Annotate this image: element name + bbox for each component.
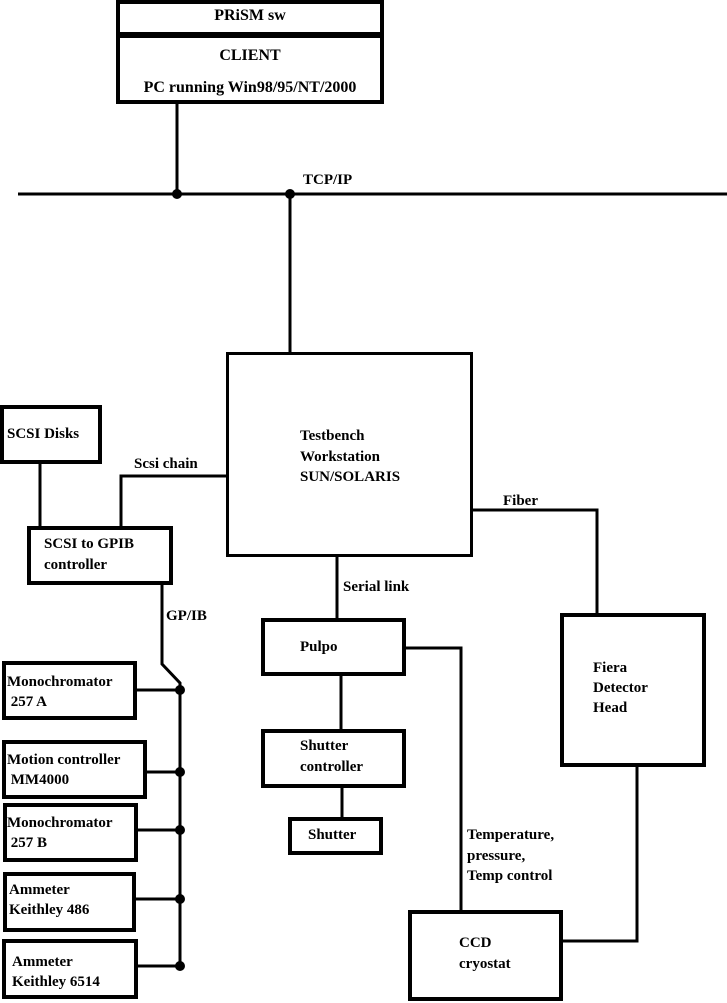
- motion-line-1: Motion controller: [7, 752, 121, 768]
- fiera-to-ccd: [562, 764, 639, 943]
- junction-dot: [175, 961, 185, 971]
- workstation-line-2: Workstation: [300, 449, 381, 465]
- scsi-disks-label: SCSI Disks: [7, 426, 80, 442]
- junction-dot: [175, 894, 185, 904]
- pulpo-box: [261, 618, 406, 676]
- fiera-line-3: Head: [593, 700, 628, 716]
- fiera-line-1: Fiera: [593, 660, 628, 676]
- ammeter-486-line-1: Ammeter: [9, 882, 70, 898]
- temp-label-3: Temp control: [467, 868, 553, 884]
- mono-a-line-2: 257 A: [7, 694, 48, 710]
- client-subtitle: PC running Win98/95/NT/2000: [143, 79, 357, 96]
- scsi-chain-label: Scsi chain: [134, 456, 198, 472]
- temp-label-1: Temperature,: [467, 827, 555, 843]
- temp-line: [404, 646, 463, 912]
- ammeter-6514-line-1: Ammeter: [12, 954, 73, 970]
- shutter-controller-box: [261, 729, 406, 788]
- ammeter-486-box: [3, 872, 136, 932]
- shutter-controller-line-2: controller: [300, 759, 364, 775]
- workstation-line-1: Testbench: [300, 428, 365, 444]
- pulpo-label: Pulpo: [300, 639, 338, 655]
- prism-label: PRiSM sw: [214, 7, 286, 24]
- serial-link-label: Serial link: [343, 579, 410, 595]
- ccd-line-2: cryostat: [459, 956, 511, 972]
- mono-a-box: [2, 661, 137, 720]
- tcpip-label: TCP/IP: [303, 172, 353, 188]
- fiber-label: Fiber: [503, 493, 538, 509]
- mono-b-box: [3, 803, 138, 862]
- junction-dot: [175, 767, 185, 777]
- shutter-controller-line-1: Shutter: [300, 738, 349, 754]
- junction-dot: [285, 189, 295, 199]
- workstation-line-3: SUN/SOLARIS: [300, 469, 401, 485]
- scsi-chain-line: [119, 474, 228, 528]
- junction-dot: [172, 189, 182, 199]
- ammeter-486-line-2: Keithley 486: [9, 902, 90, 918]
- shutter-box: [288, 817, 383, 855]
- junction-dot: [175, 825, 185, 835]
- junction-dot: [175, 685, 185, 695]
- ccd-box: [408, 910, 563, 1001]
- ammeter-6514-line-2: Keithley 6514: [12, 974, 100, 990]
- fiera-line-2: Detector: [593, 680, 648, 696]
- scsi-gpib-line-1: SCSI to GPIB: [44, 536, 135, 552]
- fiber-line: [473, 508, 599, 614]
- motion-box: [2, 740, 147, 799]
- temp-label-2: pressure,: [467, 848, 526, 864]
- mono-a-line-1: Monochromator: [7, 674, 113, 690]
- ammeter-6514-box: [2, 939, 138, 999]
- scsi-gpib-box: [27, 526, 173, 585]
- motion-line-2: MM4000: [7, 772, 70, 788]
- scsi-disks-box: [0, 405, 102, 464]
- gpib-line: [160, 582, 182, 966]
- client-box: [116, 34, 384, 104]
- client-title: CLIENT: [219, 47, 281, 64]
- mono-b-line-2: 257 B: [7, 835, 48, 851]
- ccd-line-1: CCD: [459, 935, 492, 951]
- shutter-label: Shutter: [308, 827, 357, 843]
- gpib-label: GP/IB: [166, 608, 207, 624]
- mono-b-line-1: Monochromator: [7, 815, 113, 831]
- scsi-gpib-line-2: controller: [44, 557, 108, 573]
- fiera-box: [560, 613, 706, 767]
- workstation-box: [226, 352, 473, 557]
